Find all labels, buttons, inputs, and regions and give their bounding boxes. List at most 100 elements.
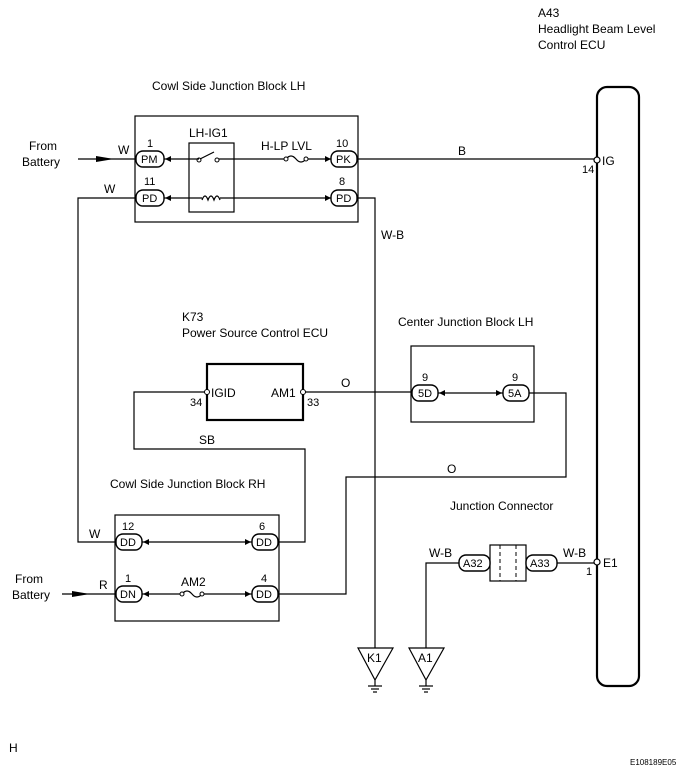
arrowhead	[165, 156, 171, 162]
ecu-a43-e1-label: E1	[603, 556, 618, 570]
relay-lh-ig1-box	[188, 142, 235, 213]
k73-name: Power Source Control ECU	[182, 326, 328, 340]
center-jb-box	[410, 345, 535, 423]
center-jb-c2-label: 5A	[508, 388, 522, 400]
k73-igid-label: IGID	[211, 386, 236, 400]
cowl-lh-c2-pin: 11	[144, 176, 155, 188]
center-jb-title: Center Junction Block LH	[398, 315, 533, 329]
cowl-rh-c1-label: DD	[120, 537, 136, 549]
cowl-rh-c3-pin: 1	[125, 573, 131, 585]
figure-code: E108189E05	[630, 758, 677, 767]
ecu-a43-name-line1: Headlight Beam Level	[538, 22, 655, 36]
ecu-a43-body	[595, 85, 641, 688]
k73-am1-terminal	[300, 389, 306, 395]
arrowhead	[143, 591, 149, 597]
fuse-am2-terminal-left	[179, 591, 185, 597]
center-jb-c2-pin: 9	[512, 372, 518, 384]
page-code: H	[9, 741, 18, 755]
cowl-lh-c3-label: PK	[336, 154, 351, 166]
ground-k1-label: K1	[367, 651, 382, 665]
cowl-rh-c3-label: DN	[120, 589, 136, 601]
k73-code: K73	[182, 310, 204, 324]
battery-1-arrow-icon	[96, 156, 114, 162]
wire-sb-label: SB	[199, 433, 215, 447]
cowl-lh-title: Cowl Side Junction Block LH	[152, 79, 305, 93]
arrowhead	[165, 195, 171, 201]
arrowhead	[245, 591, 251, 597]
cowl-lh-c4-pin: 8	[339, 176, 345, 188]
cowl-lh-c1-pin: 1	[147, 138, 153, 150]
k73-am1-label: AM1	[271, 386, 296, 400]
arrowhead	[245, 539, 251, 545]
ecu-a43-e1-terminal	[593, 558, 601, 566]
cowl-rh-box	[114, 514, 280, 622]
relay-lh-ig1-label: LH-IG1	[189, 126, 228, 140]
wire-wb-right-label: W-B	[563, 546, 586, 560]
cowl-rh-c2-label: DD	[256, 537, 272, 549]
wire-wb-pd8-to-k1	[357, 197, 376, 648]
cowl-rh-c1-pin: 12	[122, 521, 134, 533]
junction-connector-a32-label: A32	[463, 558, 483, 570]
arrowhead	[325, 156, 331, 162]
battery-2-wire-color: R	[99, 578, 108, 592]
from-battery-2-line1: From	[15, 572, 43, 586]
junction-connector-title: Junction Connector	[450, 499, 553, 513]
wire-w-pd11-to-dd12	[77, 197, 136, 543]
wire-wb-left-label: W-B	[429, 546, 452, 560]
fuse-am2-icon	[181, 590, 203, 598]
ecu-a43-ig-terminal	[593, 156, 601, 164]
ecu-a43-ig-label: IG	[602, 154, 615, 168]
arrowhead	[325, 195, 331, 201]
k73-am1-pin: 33	[307, 397, 319, 409]
ecu-a43-name-line2: Control ECU	[538, 38, 605, 52]
cowl-rh-title: Cowl Side Junction Block RH	[110, 477, 265, 491]
battery-1-wire-color: W	[118, 143, 130, 157]
wire-sb-igid-to-dd6	[133, 391, 306, 543]
from-battery-2-line2: Battery	[12, 588, 50, 602]
fuse-am2-terminal-right	[199, 591, 205, 597]
wire-wb-a32-to-a1	[425, 562, 459, 648]
cowl-lh-c1-label: PM	[141, 154, 158, 166]
wire-b-label: B	[458, 144, 466, 158]
from-battery-1-line1: From	[29, 139, 57, 153]
wire-w-12-label: W	[89, 527, 101, 541]
relay-coil-icon	[201, 195, 221, 202]
fuse-h-lp-lvl-icon	[285, 155, 307, 163]
fuse-terminal-left	[283, 156, 289, 162]
center-jb-c1-pin: 9	[422, 372, 428, 384]
relay-switch-blade	[199, 151, 215, 160]
junction-connector-body	[489, 544, 527, 582]
ecu-a43-e1-pin: 1	[586, 566, 592, 578]
wire-wb-vertical-label: W-B	[381, 228, 404, 242]
center-jb-c1-label: 5D	[418, 388, 432, 400]
ecu-a43-ig-pin: 14	[582, 164, 594, 176]
fuse-am2-label: AM2	[181, 575, 206, 589]
wire-o-5a-to-dd4	[278, 392, 567, 595]
wire-o-1-label: O	[341, 376, 350, 390]
k73-igid-pin: 34	[190, 397, 202, 409]
ground-a1-triangle	[408, 647, 446, 682]
cowl-rh-c4-pin: 4	[261, 573, 267, 585]
cowl-rh-c4-label: DD	[256, 589, 272, 601]
battery-2-arrow-icon	[72, 591, 90, 597]
k73-igid-terminal	[204, 389, 210, 395]
wire-o-2-label: O	[447, 462, 456, 476]
fuse-h-lp-lvl-label: H-LP LVL	[261, 139, 312, 153]
from-battery-1-line2: Battery	[22, 155, 60, 169]
cowl-lh-c3-pin: 10	[336, 138, 348, 150]
ecu-a43-code: A43	[538, 6, 560, 20]
arrowhead	[143, 539, 149, 545]
cowl-lh-c2-label: PD	[142, 193, 157, 205]
cowl-lh-c4-label: PD	[336, 193, 351, 205]
fuse-terminal-right	[303, 156, 309, 162]
cowl-lh-box	[134, 115, 359, 223]
cowl-rh-c2-pin: 6	[259, 521, 265, 533]
relay-switch-contact-right	[214, 157, 220, 163]
wire-w-11-label: W	[104, 182, 116, 196]
junction-connector-a33-label: A33	[530, 558, 550, 570]
arrowhead	[439, 390, 445, 396]
ground-a1-label: A1	[418, 651, 433, 665]
arrowhead	[496, 390, 502, 396]
ground-k1-triangle	[357, 647, 395, 682]
